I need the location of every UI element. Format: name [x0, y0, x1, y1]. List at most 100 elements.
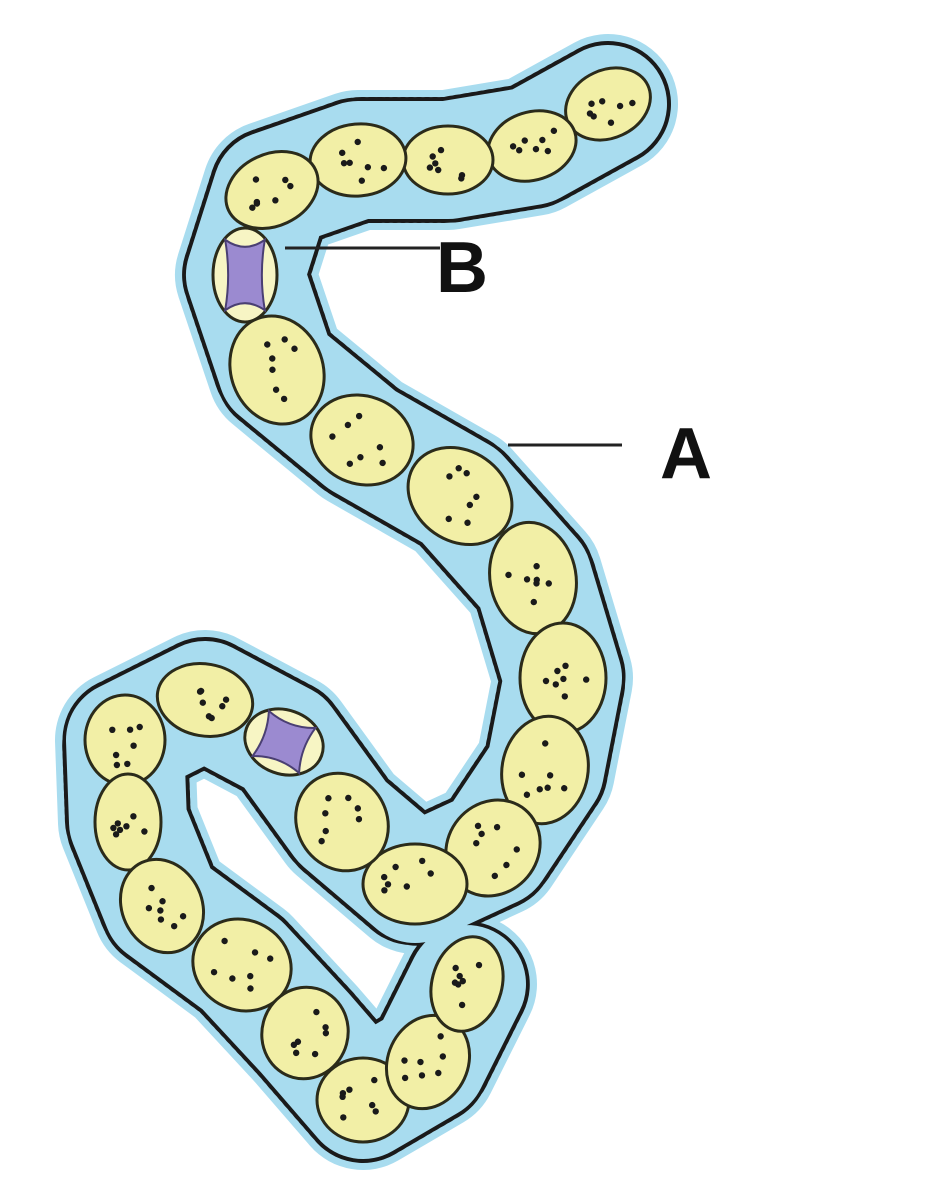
cell-granule: [562, 662, 569, 669]
cell-granule: [130, 813, 137, 820]
cell-granule: [221, 937, 228, 945]
cell-granule: [533, 562, 540, 570]
cell-granule: [109, 726, 116, 733]
cell-granule: [466, 501, 474, 509]
cell-granule: [509, 143, 517, 150]
vegetative-cell: [260, 985, 350, 1081]
cell-granule: [136, 723, 143, 731]
cell-granule: [542, 740, 549, 747]
cell-granule: [530, 598, 537, 606]
cell-granule: [346, 159, 353, 167]
cell-granule: [159, 898, 166, 905]
cell-granule: [475, 961, 483, 969]
heterocyst: [211, 226, 279, 324]
heterocyst-protoplast: [223, 237, 267, 313]
cell-granule: [371, 1076, 378, 1084]
cell-granule: [455, 465, 462, 472]
cell-granule: [381, 873, 388, 881]
cell-granule: [521, 137, 528, 144]
cell-granule: [358, 177, 366, 184]
cell-wall: [228, 314, 326, 426]
cell-granule: [339, 149, 346, 157]
vegetative-cell: [118, 857, 206, 955]
cell-granule: [539, 136, 546, 144]
cell-granule: [329, 433, 336, 440]
cell-granule: [247, 972, 254, 980]
cell-granule: [280, 395, 288, 403]
cell-granule: [357, 453, 364, 461]
cell-granule: [145, 904, 153, 912]
cell-granule: [112, 751, 120, 759]
cell-granule: [130, 742, 137, 749]
cell-granule: [364, 163, 372, 171]
cell-granule: [369, 1101, 376, 1109]
cell-granule: [473, 493, 480, 501]
cell-granule: [340, 160, 348, 167]
cell-granule: [113, 761, 121, 769]
cell-granule: [523, 791, 531, 798]
cell-granule: [112, 831, 120, 838]
cell-wall: [294, 771, 390, 873]
cell-granule: [354, 138, 361, 146]
cell-granule: [536, 786, 543, 793]
cell-granule: [629, 99, 636, 107]
label-b: B: [436, 228, 488, 308]
cell-granule: [532, 145, 540, 153]
labels: B A: [285, 228, 712, 494]
cell-granule: [419, 857, 426, 865]
cell-granule: [426, 164, 434, 171]
cell-granule: [464, 519, 471, 526]
cell-granule: [292, 1049, 300, 1057]
cell-granule: [372, 1108, 379, 1115]
cell-granule: [219, 702, 226, 710]
cell-granule: [380, 164, 388, 172]
cell-granule: [451, 979, 459, 986]
cell-granule: [311, 1050, 319, 1058]
cell-granule: [542, 677, 550, 685]
vegetative-cell: [429, 935, 505, 1033]
cell-granule: [251, 949, 259, 956]
vegetative-cell: [564, 66, 652, 142]
cell-granule: [607, 119, 615, 126]
cell-granule: [157, 907, 164, 914]
cell-granule: [505, 571, 512, 579]
cell-granule: [550, 127, 558, 134]
cell-granule: [427, 870, 434, 877]
cell-granule: [229, 975, 236, 982]
cell-granule: [116, 826, 124, 834]
cell-granule: [523, 576, 531, 583]
cell-granule: [435, 166, 442, 174]
cell-granule: [264, 341, 271, 348]
cell-wall: [361, 842, 469, 926]
cell-granule: [583, 676, 590, 683]
vegetative-cell: [155, 662, 255, 738]
cell-granule: [474, 822, 482, 830]
cell-granule: [344, 421, 352, 429]
cell-granule: [381, 887, 388, 894]
cell-granule: [318, 837, 325, 845]
cell-granule: [533, 576, 540, 584]
cell-granule: [281, 336, 288, 343]
vegetative-cell: [401, 124, 495, 196]
vegetative-cell: [361, 842, 469, 926]
cell-granule: [439, 1053, 447, 1060]
cell-granule: [355, 815, 363, 823]
cell-granule: [355, 412, 363, 420]
cell-granule: [141, 828, 148, 835]
cell-granule: [459, 977, 467, 985]
cell-granule: [473, 840, 480, 847]
cell-granule: [346, 460, 354, 467]
cell-granule: [432, 160, 439, 167]
cell-granule: [322, 1024, 329, 1031]
cell-wall: [406, 445, 514, 547]
cell-wall: [191, 917, 293, 1013]
cell-wall: [93, 772, 163, 872]
vegetative-cell: [93, 772, 163, 872]
cell-granule: [325, 795, 332, 802]
cell-granule: [291, 345, 298, 352]
cell-granule: [208, 714, 215, 722]
vegetative-cell: [294, 771, 390, 873]
cell-granule: [282, 176, 289, 184]
cell-granule: [463, 470, 470, 477]
cell-granule: [456, 972, 463, 980]
